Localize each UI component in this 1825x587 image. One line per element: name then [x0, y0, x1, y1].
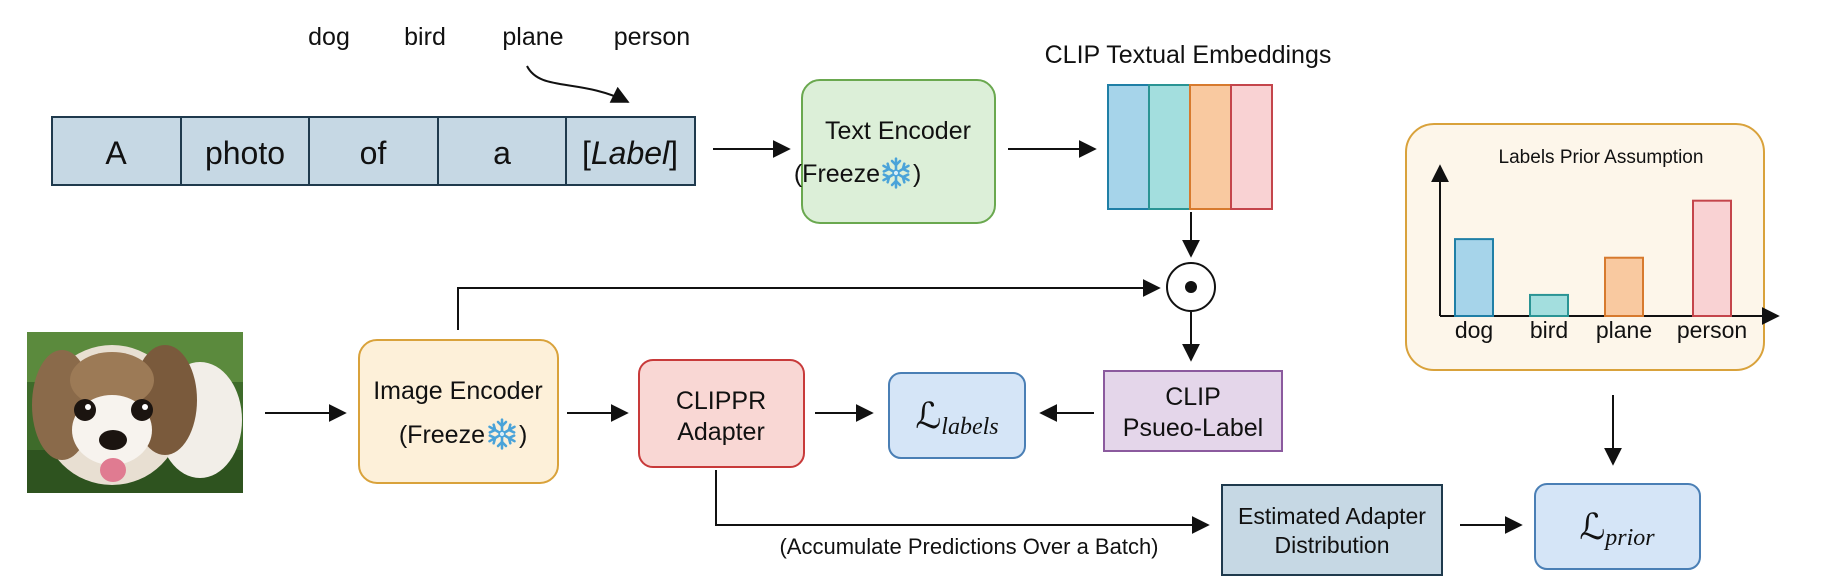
prior-bar-bird [1529, 293, 1569, 318]
prior-bar-dog [1454, 238, 1494, 317]
image-encoder-freeze-close: ) [519, 421, 527, 449]
estimated-distribution-subtitle: Distribution [1274, 532, 1389, 558]
labels-prior-title: Labels Prior Assumption [1499, 147, 1704, 168]
prior-tick-label-plane: plane [1596, 317, 1652, 343]
arrow-adapter-to-estimated-distribution [715, 470, 1210, 534]
arrow-image-encoder-to-dot [457, 279, 1161, 330]
estimated-distribution-box: Estimated Adapter Distribution [1221, 484, 1443, 576]
embedding-column [1148, 84, 1191, 210]
clippr-adapter-title: CLIPPR [676, 387, 766, 415]
prior-tick-label-dog: dog [1455, 317, 1493, 343]
labels-loss-box: ℒlabels [888, 372, 1026, 459]
prior-loss-box: ℒprior [1534, 483, 1701, 570]
text-encoder-box: Text Encoder (Freeze ) [794, 79, 996, 224]
image-encoder-freeze: (Freeze [399, 421, 485, 449]
prompt-token-a2: a [493, 135, 511, 171]
prompt-token-label: [Label] [582, 135, 678, 171]
prompt-token-of: of [360, 135, 387, 171]
accumulate-note: (Accumulate Predictions Over a Batch) [779, 534, 1158, 559]
prior-bar-person [1692, 199, 1732, 317]
text-encoder-title: Text Encoder [825, 117, 971, 145]
dot-product-icon [1166, 262, 1216, 312]
clip-embeddings [1107, 84, 1273, 210]
text-encoder-freeze: (Freeze [794, 160, 880, 188]
embedding-column [1107, 84, 1150, 210]
image-encoder-title: Image Encoder [373, 377, 543, 405]
image-encoder-box: Image Encoder (Freeze ) [358, 339, 559, 484]
label-word-person: person [614, 23, 690, 51]
labels-loss-symbol: ℒlabels [915, 396, 998, 440]
clippr-adapter-subtitle: Adapter [677, 418, 765, 446]
embedding-column [1189, 84, 1232, 210]
prompt-template: A photo of a [Label] [51, 116, 696, 186]
dog-photo [27, 332, 243, 493]
text-encoder-freeze-close: ) [913, 160, 921, 188]
label-word-plane: plane [502, 23, 563, 51]
estimated-distribution-title: Estimated Adapter [1238, 503, 1426, 529]
label-word-dog: dog [308, 23, 350, 51]
prior-tick-label-person: person [1677, 317, 1747, 343]
prompt-token-a: A [105, 135, 127, 171]
prompt-token-photo: photo [205, 135, 285, 171]
clip-pseudo-label-box: CLIP Psueo-Label [1103, 370, 1283, 452]
clip-embeddings-title: CLIP Textual Embeddings [1045, 41, 1332, 69]
clip-pseudo-label-subtitle: Psueo-Label [1123, 414, 1263, 442]
clippr-adapter-box: CLIPPR Adapter [638, 359, 805, 468]
label-word-bird: bird [404, 23, 446, 51]
label-insert-arrow [526, 65, 630, 103]
prior-bar-plane [1604, 256, 1644, 317]
prior-loss-symbol: ℒprior [1579, 507, 1655, 551]
clip-pseudo-label-title: CLIP [1165, 383, 1221, 411]
labels-prior-panel: Labels Prior Assumption dog bird plane pers… [1405, 123, 1780, 371]
prior-tick-label-bird: bird [1530, 317, 1568, 343]
embedding-column [1230, 84, 1273, 210]
